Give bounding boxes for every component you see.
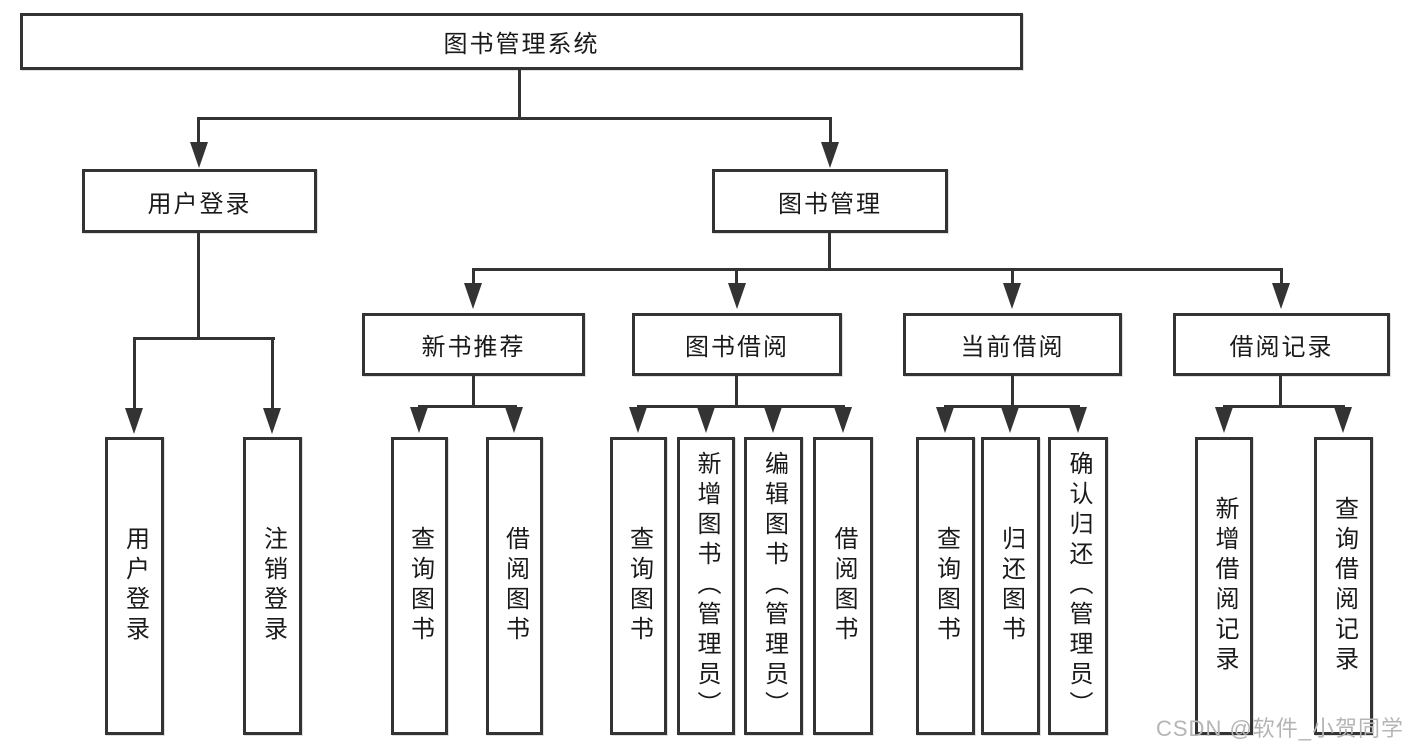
node-book-management-label: 图书管理 xyxy=(778,190,882,218)
connector-bookmgmt-drop-3 xyxy=(1011,268,1014,286)
node-new-book-recommend: 新书推荐 xyxy=(362,313,585,376)
leaf-user-login-label: 用户登录 xyxy=(121,526,149,646)
leaf-query-borrow-record: 查询借阅记录 xyxy=(1314,437,1373,735)
leaf-query-borrow-record-label: 查询借阅记录 xyxy=(1330,496,1358,676)
leaf-query-books-current-label: 查询图书 xyxy=(932,526,960,646)
node-current-borrowing-label: 当前借阅 xyxy=(960,334,1065,361)
leaf-logout-login: 注销登录 xyxy=(243,437,302,735)
connector-bookmgmt-drop-1 xyxy=(472,268,475,286)
arrow-down-icon xyxy=(190,142,208,168)
arrow-down-icon xyxy=(728,283,746,309)
connector-borrowing-stem xyxy=(735,375,738,408)
leaf-add-books-admin: 新增图书（管理员） xyxy=(677,437,735,735)
leaf-borrow-books-borrowing: 借阅图书 xyxy=(813,437,873,735)
node-user-login-label: 用户登录 xyxy=(147,190,252,218)
connector-records-stem xyxy=(1279,375,1282,408)
node-book-borrowing-label: 图书借阅 xyxy=(685,334,789,361)
connector-bookmgmt-bar xyxy=(472,268,1283,271)
arrow-down-icon xyxy=(1272,283,1290,309)
leaf-query-books-borrowing: 查询图书 xyxy=(610,437,667,735)
arrow-down-icon xyxy=(697,407,715,433)
connector-root-bar xyxy=(197,117,832,120)
connector-userlogin-drop-right xyxy=(271,337,274,410)
arrow-down-icon xyxy=(629,407,647,433)
connector-root-drop-right xyxy=(829,117,832,145)
connector-userlogin-drop-left xyxy=(133,337,136,410)
arrow-down-icon xyxy=(263,408,281,434)
node-borrow-records-label: 借阅记录 xyxy=(1229,334,1334,361)
node-user-login: 用户登录 xyxy=(82,169,317,233)
leaf-query-books-newrec-label: 查询图书 xyxy=(406,526,434,646)
arrow-down-icon xyxy=(821,142,839,168)
leaf-borrow-books-newrec-label: 借阅图书 xyxy=(501,526,529,646)
leaf-confirm-return-admin-label: 确认归还（管理员） xyxy=(1065,451,1092,721)
leaf-logout-login-label: 注销登录 xyxy=(259,526,287,646)
node-borrow-records: 借阅记录 xyxy=(1173,313,1390,376)
leaf-add-borrow-record: 新增借阅记录 xyxy=(1195,437,1253,735)
connector-newrec-bar xyxy=(418,405,517,408)
leaf-add-borrow-record-label: 新增借阅记录 xyxy=(1211,496,1238,676)
connector-borrowing-bar xyxy=(637,405,845,408)
arrow-down-icon xyxy=(1334,407,1352,433)
leaf-return-books: 归还图书 xyxy=(981,437,1040,735)
node-current-borrowing: 当前借阅 xyxy=(903,313,1122,376)
node-book-borrowing: 图书借阅 xyxy=(632,313,842,376)
connector-newrec-stem xyxy=(472,375,475,408)
connector-bookmgmt-drop-2 xyxy=(735,268,738,286)
connector-current-stem xyxy=(1011,375,1014,408)
connector-userlogin-bar xyxy=(133,337,275,340)
leaf-query-books-borrowing-label: 查询图书 xyxy=(625,526,653,646)
connector-userlogin-stem xyxy=(197,233,200,340)
leaf-user-login: 用户登录 xyxy=(105,437,164,735)
leaf-edit-books-admin: 编辑图书（管理员） xyxy=(744,437,803,735)
leaf-add-books-admin-label: 新增图书（管理员） xyxy=(693,451,720,721)
leaf-edit-books-admin-label: 编辑图书（管理员） xyxy=(760,451,788,721)
arrow-down-icon xyxy=(464,283,482,309)
arrow-down-icon xyxy=(936,407,954,433)
node-book-management: 图书管理 xyxy=(712,169,948,233)
leaf-query-books-newrec: 查询图书 xyxy=(391,437,448,735)
node-root: 图书管理系统 xyxy=(20,13,1023,70)
arrow-down-icon xyxy=(1069,407,1087,433)
arrow-down-icon xyxy=(410,407,428,433)
arrow-down-icon xyxy=(764,407,782,433)
node-root-label: 图书管理系统 xyxy=(443,31,600,58)
arrow-down-icon xyxy=(834,407,852,433)
leaf-query-books-current: 查询图书 xyxy=(916,437,975,735)
connector-root-drop-left xyxy=(197,117,200,145)
connector-current-bar xyxy=(944,405,1080,408)
watermark-text: CSDN @软件_小贺同学 xyxy=(1156,716,1405,741)
connector-records-bar xyxy=(1223,405,1345,408)
arrow-down-icon xyxy=(125,408,143,434)
arrow-down-icon xyxy=(1001,407,1019,433)
node-new-book-recommend-label: 新书推荐 xyxy=(421,334,526,361)
connector-bookmgmt-stem xyxy=(828,233,831,271)
connector-root-stem xyxy=(518,69,521,120)
arrow-down-icon xyxy=(1215,407,1233,433)
connector-bookmgmt-drop-4 xyxy=(1280,268,1283,286)
leaf-return-books-label: 归还图书 xyxy=(997,526,1025,646)
leaf-confirm-return-admin: 确认归还（管理员） xyxy=(1048,437,1108,735)
leaf-borrow-books-newrec: 借阅图书 xyxy=(486,437,543,735)
arrow-down-icon xyxy=(1003,283,1021,309)
leaf-borrow-books-borrowing-label: 借阅图书 xyxy=(830,526,857,646)
arrow-down-icon xyxy=(505,407,523,433)
